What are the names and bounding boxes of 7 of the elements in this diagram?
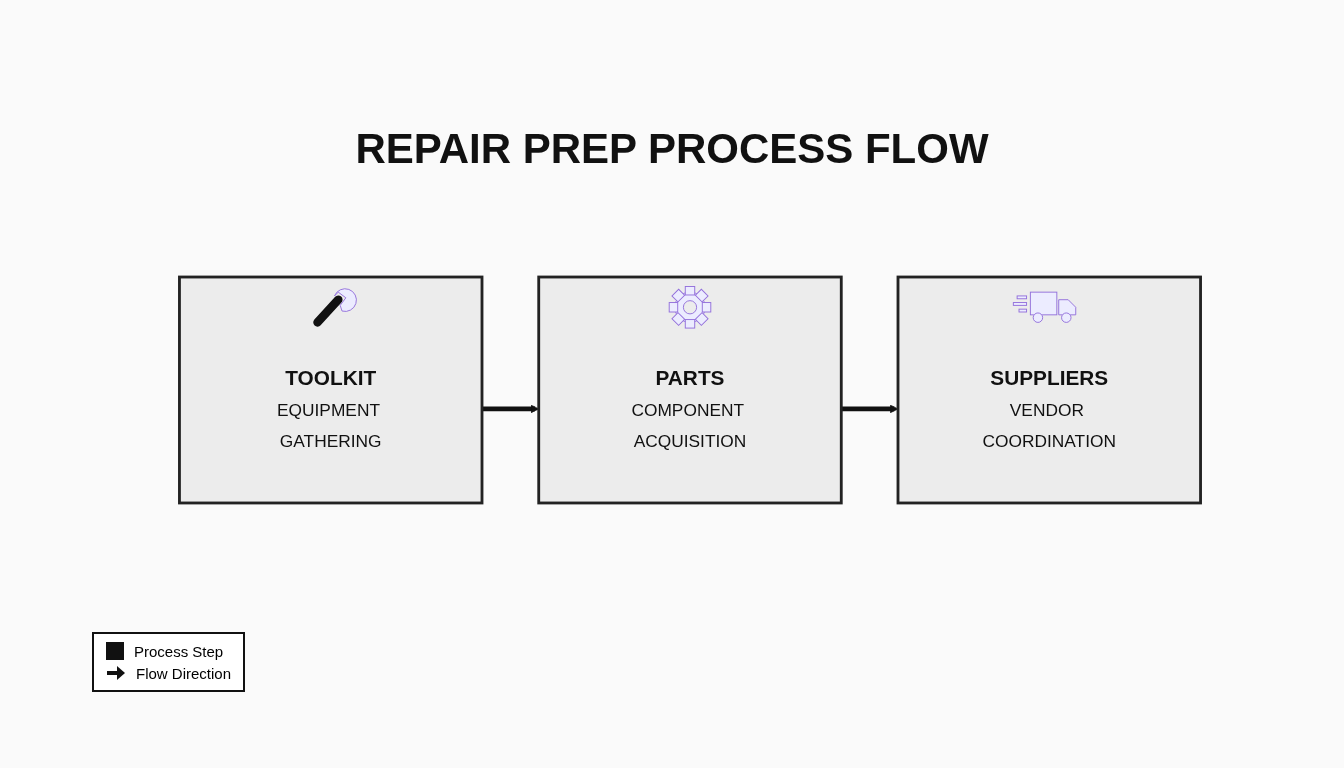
arrow xyxy=(841,404,899,414)
node-box: PARTS COMPONENT ACQUISITION xyxy=(537,275,843,505)
legend-label: Process Step xyxy=(134,642,224,660)
node-box: SUPPLIERS VENDOR COORDINATION xyxy=(896,275,1202,505)
legend-label: Flow Direction xyxy=(136,664,232,682)
node-box: TOOLKIT EQUIPMENT GATHERING xyxy=(178,275,484,505)
diagram-title: REPAIR PREP PROCESS FLOW xyxy=(354,125,990,173)
